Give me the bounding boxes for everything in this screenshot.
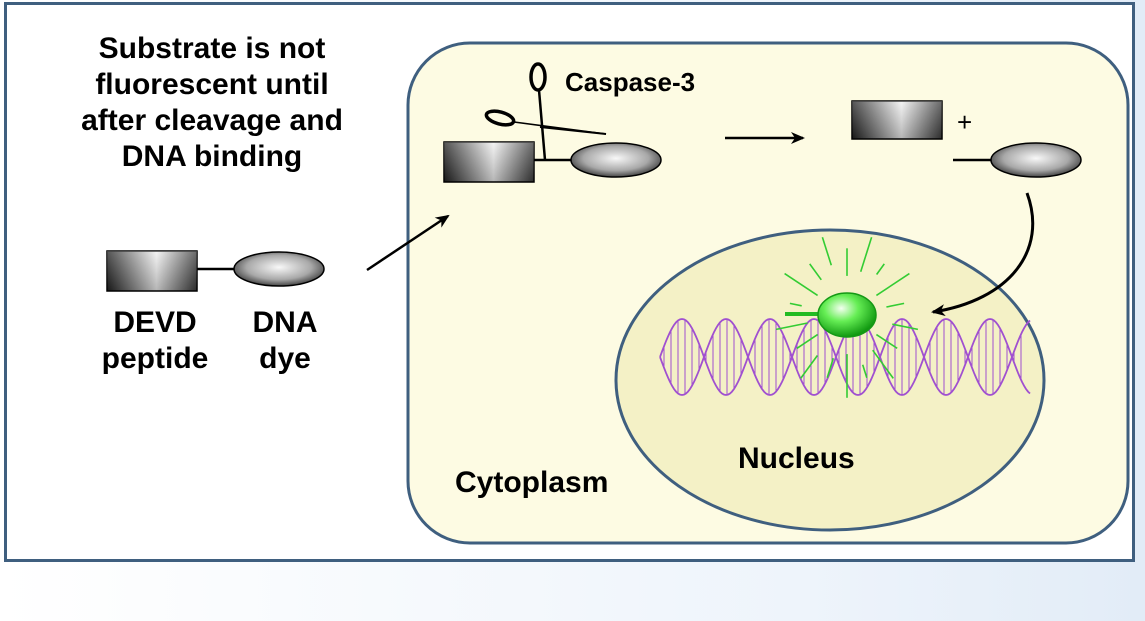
glow-ray — [800, 355, 819, 379]
cytoplasm-label: Cytoplasm — [455, 466, 609, 499]
cleaved-dye — [953, 142, 1082, 178]
glow-ray — [886, 302, 905, 308]
glow-ray — [809, 263, 822, 281]
cleaved-dye-icon — [990, 142, 1082, 178]
devd-peptide-label: DEVD peptide — [101, 306, 209, 375]
dna-dye-icon — [233, 251, 325, 287]
glow-ray — [875, 272, 910, 297]
glow-ray — [875, 333, 898, 349]
dye-in-cell-icon — [570, 142, 662, 178]
glow-ray — [789, 302, 802, 307]
substrate-molecule — [106, 250, 325, 292]
nucleus — [614, 228, 1046, 532]
glow-ray — [784, 272, 819, 297]
glow-ray — [796, 333, 819, 350]
substrate-note-line-2: fluorescent until — [95, 68, 329, 101]
scissors-icon — [484, 62, 607, 161]
glow-ray — [875, 263, 885, 275]
glow-ray — [861, 364, 868, 378]
substrate-note-line-1: Substrate is not — [98, 32, 326, 65]
substrate-note-line-4: DNA binding — [121, 140, 303, 173]
nucleus-label: Nucleus — [738, 442, 855, 475]
dna-dye-label: DNA dye — [252, 306, 318, 375]
nuclear-entry-arrow — [931, 192, 1035, 317]
substrate-note-line-3: after cleavage and — [81, 104, 343, 137]
glow-ray — [821, 236, 833, 266]
glow-ray — [826, 357, 835, 378]
glow-ray — [859, 236, 873, 273]
substrate-note: Substrate is not fluorescent until after… — [62, 31, 362, 175]
entry-arrow — [366, 214, 450, 272]
fluorescence-glow — [775, 236, 919, 398]
glow-ray — [892, 323, 919, 331]
plus-sign: + — [957, 107, 973, 137]
cleaved-peptide — [851, 100, 943, 140]
glow-ray — [872, 349, 894, 379]
glow-ray — [775, 322, 808, 331]
substrate-in-cell — [443, 141, 662, 183]
fluorescent-dye-icon — [817, 292, 877, 338]
caspase-label: Caspase-3 — [565, 67, 696, 97]
